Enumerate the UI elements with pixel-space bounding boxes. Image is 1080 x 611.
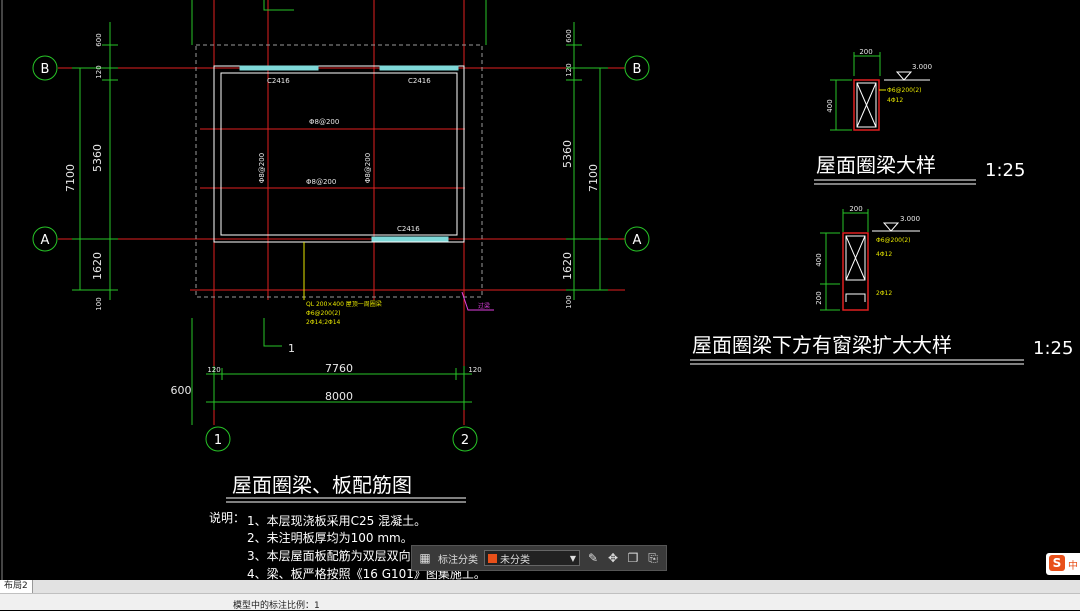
pink-tag: 过梁	[478, 302, 490, 310]
dim-text: 120	[207, 366, 220, 374]
detail-level: 3.000	[912, 63, 932, 71]
beam-note: Φ6@200(2)	[306, 310, 341, 317]
detail-bars: 2Φ12	[876, 290, 892, 297]
detail-title: 屋面圈梁下方有窗梁扩大大样	[692, 333, 952, 357]
windows	[239, 65, 459, 242]
detail-title: 屋面圈梁大样	[816, 153, 936, 177]
detail-lower: 200	[815, 291, 823, 304]
dim-text: 5360	[91, 144, 104, 172]
axis-label: B	[41, 62, 50, 77]
detail-width: 200	[859, 48, 872, 56]
status-text: 模型中的标注比例：1	[233, 601, 320, 611]
dim-text: 5360	[561, 140, 574, 168]
category-select[interactable]: 未分类 ▼	[484, 550, 580, 566]
detail-height: 400	[826, 99, 834, 112]
dim-lines-bottom	[206, 366, 472, 410]
detail-scale: 1:25	[985, 160, 1025, 181]
dim-lines-left	[72, 22, 118, 300]
dim-text: 100	[95, 297, 103, 310]
layout-tabstrip: 布局2	[0, 580, 1080, 594]
axis-label: 1	[214, 433, 222, 448]
copy-icon[interactable]: ❐	[627, 551, 639, 565]
detail-stirrup: Φ6@200(2)	[876, 237, 911, 244]
axis-label: A	[633, 233, 642, 248]
detail-stirrup: Φ6@200(2)	[887, 87, 922, 94]
dim-text: 7100	[587, 164, 600, 192]
rebar-label: Φ8@200	[309, 118, 339, 126]
rebar-label: Φ8@200	[306, 178, 336, 186]
window-label: C2416	[267, 77, 290, 85]
dim-text: 7100	[64, 164, 77, 192]
note-line: 2、未注明板厚均为100 mm。	[247, 530, 413, 545]
cad-drawing-canvas[interactable]: B B A A 1 2 1 600 120 5360 7100 1620 100…	[0, 0, 1080, 580]
detail-2[interactable]: 200 400 200 3.000 Φ6@200(2) 4Φ12 2Φ12 屋面…	[690, 205, 1073, 365]
plan-title: 屋面圈梁、板配筋图	[232, 473, 412, 497]
annotation-toolbar: ▦ 标注分类 未分类 ▼ ✎ ✥ ❐ ⎘	[411, 545, 667, 571]
detail-width: 200	[849, 205, 862, 213]
axis-bubble-a-right[interactable]: A	[624, 226, 650, 252]
ring-beam	[213, 65, 465, 243]
bottom-bar: 布局2 模型中的标注比例：1	[0, 580, 1080, 611]
sogou-logo-icon: S	[1049, 555, 1065, 571]
window-label: C2416	[397, 225, 420, 233]
notes-label: 说明：	[209, 510, 245, 525]
detail-level: 3.000	[900, 215, 920, 223]
ime-mode: 中	[1068, 561, 1078, 572]
ime-indicator[interactable]: S 中	[1046, 553, 1080, 575]
wall-lines	[191, 0, 487, 425]
axis-bubble-b-right[interactable]: B	[624, 55, 650, 81]
pink-leader	[461, 291, 494, 311]
toolbar-label: 标注分类	[438, 554, 478, 566]
section-mark: 1	[288, 342, 295, 355]
note-line: 1、本层现浇板采用C25 混凝土。	[247, 513, 426, 528]
dim-text: 7760	[325, 362, 353, 375]
beam-note: 2Φ14;2Φ14	[306, 319, 341, 326]
detail-bars: 4Φ12	[887, 97, 903, 104]
dim-text: 120	[565, 63, 573, 76]
dim-text: 8000	[325, 390, 353, 403]
rebar-label: Φ8@200	[364, 153, 372, 183]
window-label: C2416	[408, 77, 431, 85]
detail-height: 400	[815, 253, 823, 266]
dim-text: 600	[95, 33, 103, 46]
axis-bubble-a-left[interactable]: A	[32, 226, 58, 252]
axis-bubble-b-left[interactable]: B	[32, 55, 58, 81]
category-select-value: 未分类	[500, 554, 530, 566]
dim-text: 120	[468, 366, 481, 374]
category-color-swatch	[488, 553, 497, 563]
dim-text: 1620	[561, 252, 574, 280]
edit-icon[interactable]: ✎	[587, 551, 599, 565]
dim-text: 120	[95, 65, 103, 78]
dim-text: 1620	[91, 252, 104, 280]
detail-scale: 1:25	[1033, 338, 1073, 359]
detail-1[interactable]: 200 400 3.000 Φ6@200(2) 4Φ12 屋面圈梁大样 1:25	[814, 48, 1025, 185]
axis-label: 2	[461, 433, 469, 448]
axis-label: A	[41, 233, 50, 248]
chevron-down-icon: ▼	[569, 553, 576, 563]
slab-outline	[195, 44, 483, 298]
rebar-label: Φ8@200	[258, 153, 266, 183]
dim-lines-right	[566, 22, 608, 300]
dim-text: 100	[565, 295, 573, 308]
axis-bubble-1[interactable]: 1	[205, 426, 231, 452]
tab-layout2[interactable]: 布局2	[0, 580, 33, 593]
axis-label: B	[633, 62, 642, 77]
dim-text: 600	[565, 29, 573, 42]
detail-bars: 4Φ12	[876, 251, 892, 258]
paste-icon[interactable]: ⎘	[648, 551, 658, 565]
beam-note: QL 200×400 屋顶一周圈梁	[306, 300, 382, 308]
note-line: 3、本层屋面板配筋为双层双向Φ8 @	[247, 548, 444, 563]
move-icon[interactable]: ✥	[607, 551, 619, 565]
dim-text: 600	[171, 384, 192, 397]
axis-bubble-2[interactable]: 2	[452, 426, 478, 452]
grid-icon[interactable]: ▦	[419, 551, 431, 565]
